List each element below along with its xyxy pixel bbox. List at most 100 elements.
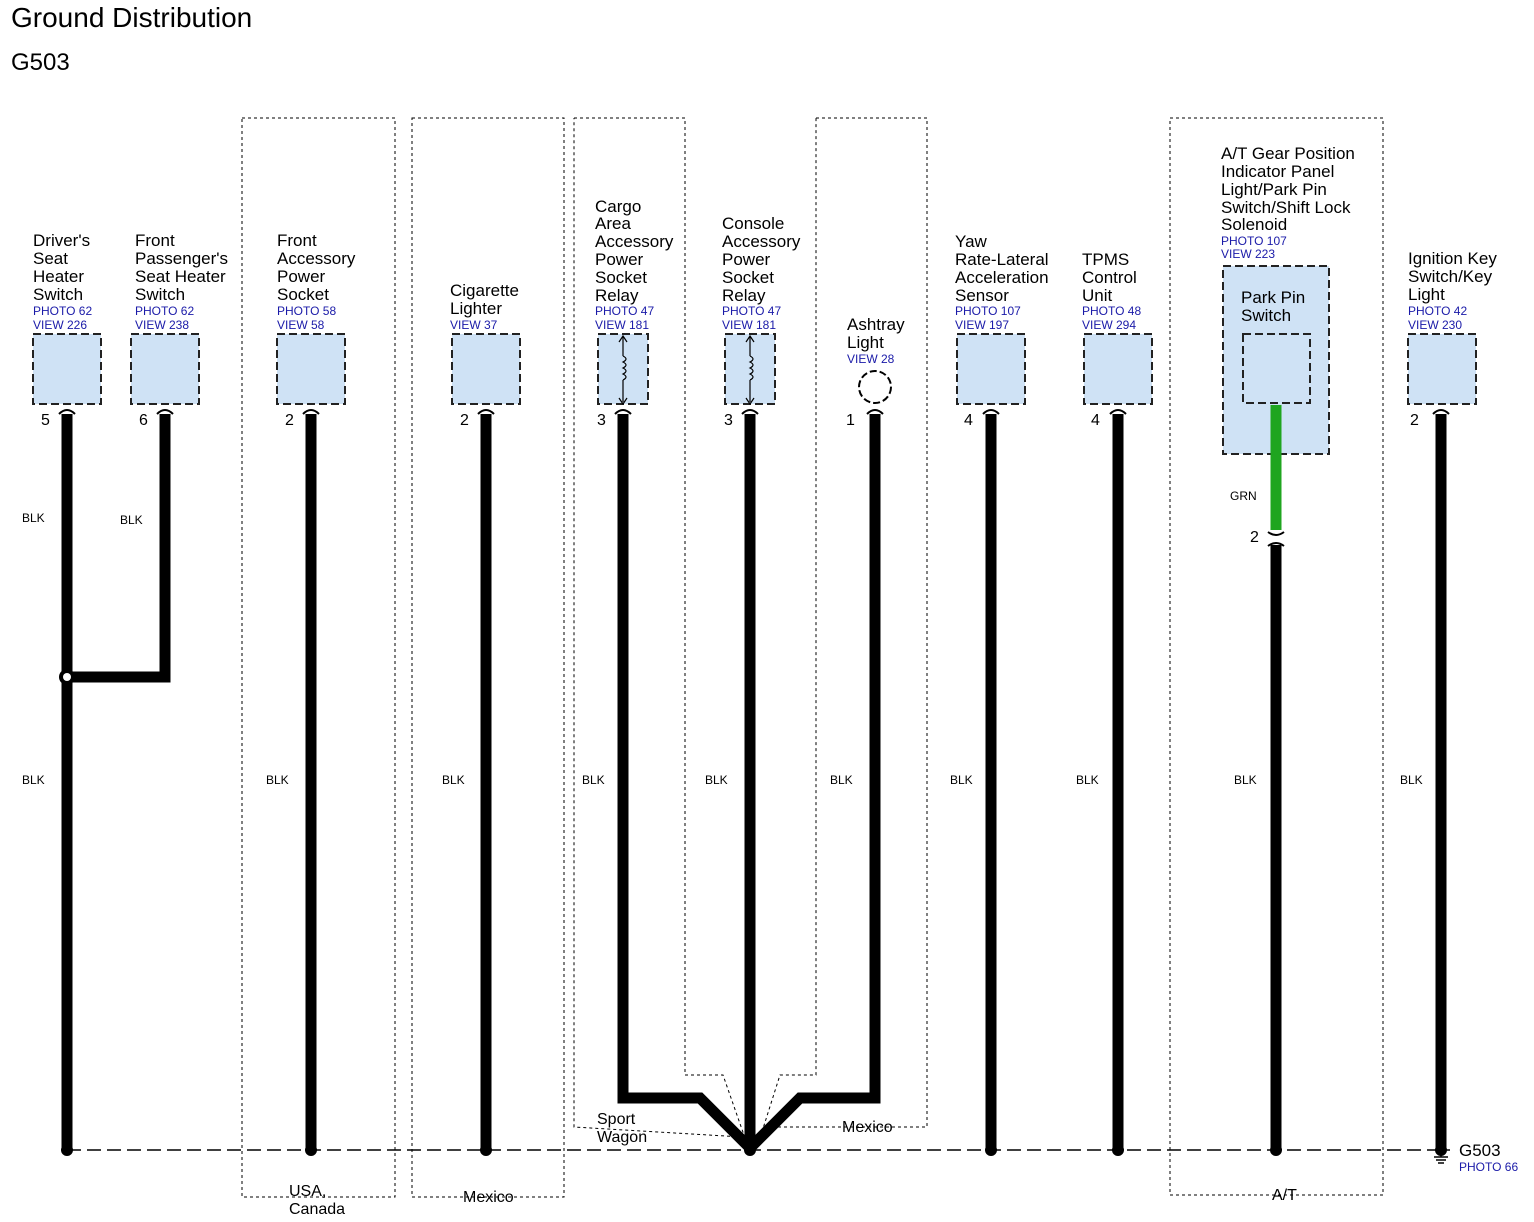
connector-tpms [1109,408,1127,415]
wire-label-at-gear: BLK [1234,773,1257,787]
wire-label-console-relay: BLK [705,773,728,787]
connector-at-gear-upper [1267,531,1285,536]
at-gear-view-ref: VIEW 223 [1221,247,1275,261]
pin-ashtray-light: 1 [846,412,855,429]
connector-symbols [58,408,1450,547]
at-gear-position-indicator-label: A/T Gear Position Indicator Panel Light/… [1221,144,1360,234]
console-relay-coil-icon [745,334,755,406]
front-passengers-seat-heater-switch-label: Front Passenger's Seat Heater Switch [135,231,233,304]
wire-label-drivers-seat-upper: BLK [22,511,45,525]
pin-cargo-relay: 3 [597,412,606,429]
connector-drivers-seat [58,408,76,415]
region-labels: USA, Canada Mexico Sport Wagon Mexico A/… [289,1111,1297,1218]
yaw-rate-sensor-photo-ref: PHOTO 107 [955,304,1021,318]
connector-front-passengers-seat [156,408,174,415]
region-label-usa-canada: USA, Canada [289,1183,345,1218]
pin-cigarette-lighter: 2 [460,412,469,429]
region-box-mexico-2 [756,117,928,1139]
yaw-rate-sensor-box [956,333,1026,405]
relay-coil-symbols [618,334,755,406]
component-labels: Driver's Seat Heater Switch PHOTO 62 VIE… [33,144,1502,366]
wire-label-ignition-key: BLK [1400,773,1423,787]
splice-points [59,669,1447,1156]
drivers-seat-heater-view-ref: VIEW 226 [33,318,87,332]
wire-label-front-accessory-socket: BLK [266,773,289,787]
page-title: Ground Distribution [11,2,253,33]
option-region-boxes [241,117,1384,1198]
connector-console-relay [741,408,759,415]
front-accessory-power-socket-box [276,333,346,405]
connector-front-accessory-socket [302,408,320,415]
wire-color-labels: BLK BLK GRN BLK BLK BLK BLK BLK BLK BLK … [22,489,1423,787]
ground-dot-yaw-rate-sensor [985,1144,997,1156]
region-label-mexico: Mexico [463,1189,514,1206]
region-label-mexico-2: Mexico [842,1119,893,1136]
console-accessory-power-socket-relay-label: Console Accessory Power Socket Relay [722,214,805,305]
yaw-rate-sensor-label: Yaw Rate-Lateral Acceleration Sensor [955,232,1053,305]
connector-ashtray-light [866,408,884,415]
region-box-at [1169,117,1384,1196]
page-subtitle: G503 [11,49,70,76]
wire-ashtray-light [746,414,881,1152]
drivers-seat-heater-switch-box [32,333,102,405]
connector-cigarette-lighter [477,408,495,415]
connector-ignition-key [1432,408,1450,415]
cargo-relay-photo-ref: PHOTO 47 [595,304,654,318]
wire-label-cargo-relay: BLK [582,773,605,787]
park-pin-switch-label: Park Pin Switch [1241,288,1310,325]
ground-dot-cigarette-lighter [480,1144,492,1156]
connector-at-gear-lower [1267,542,1285,547]
front-passengers-seat-heater-view-ref: VIEW 238 [135,318,189,332]
region-box-mexico [411,117,565,1198]
pin-console-relay: 3 [724,412,733,429]
wire-label-drivers-seat: BLK [22,773,45,787]
ground-point-photo-ref: PHOTO 66 [1459,1160,1518,1174]
drivers-seat-heater-photo-ref: PHOTO 62 [33,304,92,318]
drivers-seat-heater-switch-label: Driver's Seat Heater Switch [33,231,95,304]
region-label-sport-wagon: Sport Wagon [597,1111,647,1146]
cargo-relay-coil-icon [618,334,628,406]
cargo-relay-view-ref: VIEW 181 [595,318,649,332]
ashtray-bulb-icon [858,370,892,404]
ground-dot-tpms [1112,1144,1124,1156]
ground-wires [61,414,1447,1152]
tpms-view-ref: VIEW 294 [1082,318,1136,332]
ground-dot-drivers-seat [61,1144,73,1156]
ignition-key-switch-box [1407,333,1477,405]
yaw-rate-sensor-view-ref: VIEW 197 [955,318,1009,332]
ground-dot-at-gear [1270,1144,1282,1156]
wire-front-passengers-seat [67,414,171,683]
pin-numbers: 5 6 2 2 3 3 1 4 4 2 2 [41,412,1419,546]
pin-tpms: 4 [1091,412,1100,429]
wire-label-tpms: BLK [1076,773,1099,787]
ignition-key-photo-ref: PHOTO 42 [1408,304,1467,318]
ignition-key-switch-label: Ignition Key Switch/Key Light [1408,249,1502,304]
park-pin-switch-box [1242,333,1311,404]
wire-label-ashtray-light: BLK [830,773,853,787]
wire-cargo-relay [617,414,754,1152]
ground-dot-front-accessory-socket [305,1144,317,1156]
ashtray-light-label: Ashtray Light [847,315,909,352]
pin-yaw-rate-sensor: 4 [964,412,973,429]
pin-at-gear: 2 [1250,529,1259,546]
tpms-control-unit-box [1083,333,1153,405]
pin-ignition-key: 2 [1410,412,1419,429]
cargo-area-accessory-power-socket-relay-label: Cargo Area Accessory Power Socket Relay [595,197,678,305]
front-passengers-seat-heater-switch-box [130,333,200,405]
connector-yaw-rate-sensor [982,408,1000,415]
at-gear-photo-ref: PHOTO 107 [1221,234,1287,248]
cigarette-lighter-box [451,333,521,405]
region-box-sport-wagon [573,117,746,1139]
console-relay-photo-ref: PHOTO 47 [722,304,781,318]
region-label-at: A/T [1272,1187,1297,1204]
region-box-usa-canada [241,117,396,1198]
cigarette-lighter-view-ref: VIEW 37 [450,318,498,332]
wire-label-yaw-rate-sensor: BLK [950,773,973,787]
pin-front-passengers-seat: 6 [139,412,148,429]
wire-label-park-pin-green: GRN [1230,489,1257,503]
tpms-photo-ref: PHOTO 48 [1082,304,1141,318]
cigarette-lighter-label: Cigarette Lighter [450,281,524,318]
connector-cargo-relay [614,408,632,415]
pin-front-accessory-socket: 2 [285,412,294,429]
